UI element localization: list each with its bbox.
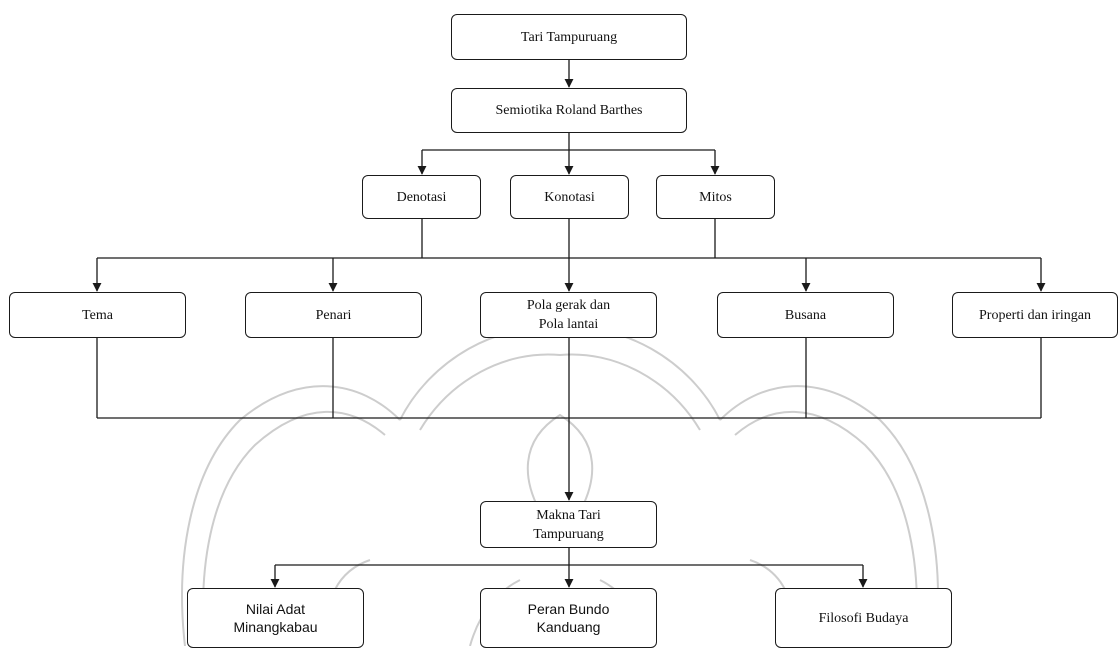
node-properti-iringan: Properti dan iringan	[952, 292, 1118, 338]
node-penari: Penari	[245, 292, 422, 338]
node-pola-gerak: Pola gerak dan Pola lantai	[480, 292, 657, 338]
node-tema: Tema	[9, 292, 186, 338]
node-filosofi-budaya: Filosofi Budaya	[775, 588, 952, 648]
node-nilai-adat: Nilai Adat Minangkabau	[187, 588, 364, 648]
node-makna-tari-tampuruang: Makna Tari Tampuruang	[480, 501, 657, 548]
node-semiotika-roland-barthes: Semiotika Roland Barthes	[451, 88, 687, 133]
node-denotasi: Denotasi	[362, 175, 481, 219]
node-peran-bundo-kanduang: Peran Bundo Kanduang	[480, 588, 657, 648]
node-mitos: Mitos	[656, 175, 775, 219]
node-tari-tampuruang: Tari Tampuruang	[451, 14, 687, 60]
node-konotasi: Konotasi	[510, 175, 629, 219]
node-busana: Busana	[717, 292, 894, 338]
